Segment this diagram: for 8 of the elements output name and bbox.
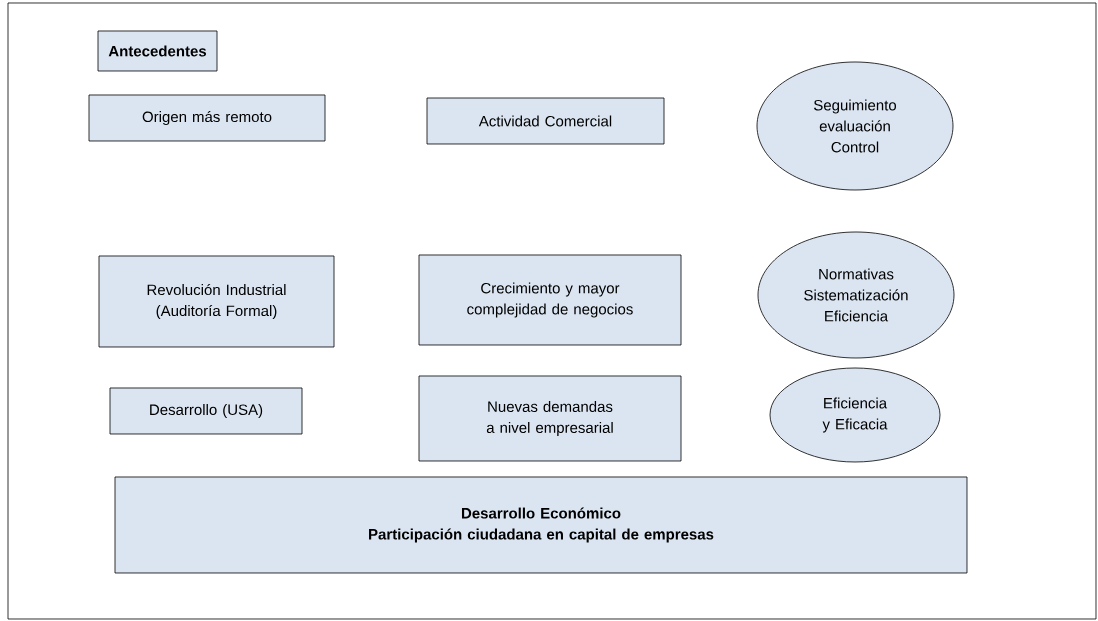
heading-box: Antecedentes [97,30,218,72]
process-box: Crecimiento y mayor complejidad de negocios [418,254,682,346]
process-box: Revolución Industrial (Auditoría Formal) [98,255,335,348]
process-box: Nuevas demandas a nivel empresarial [418,375,682,462]
process-box: Actividad Comercial [426,97,665,145]
summary-box: Desarrollo Económico Participación ciudadana en capital de empresas [114,476,968,574]
process-box: Origen más remoto [88,94,326,142]
process-box: Desarrollo (USA) [109,387,303,435]
